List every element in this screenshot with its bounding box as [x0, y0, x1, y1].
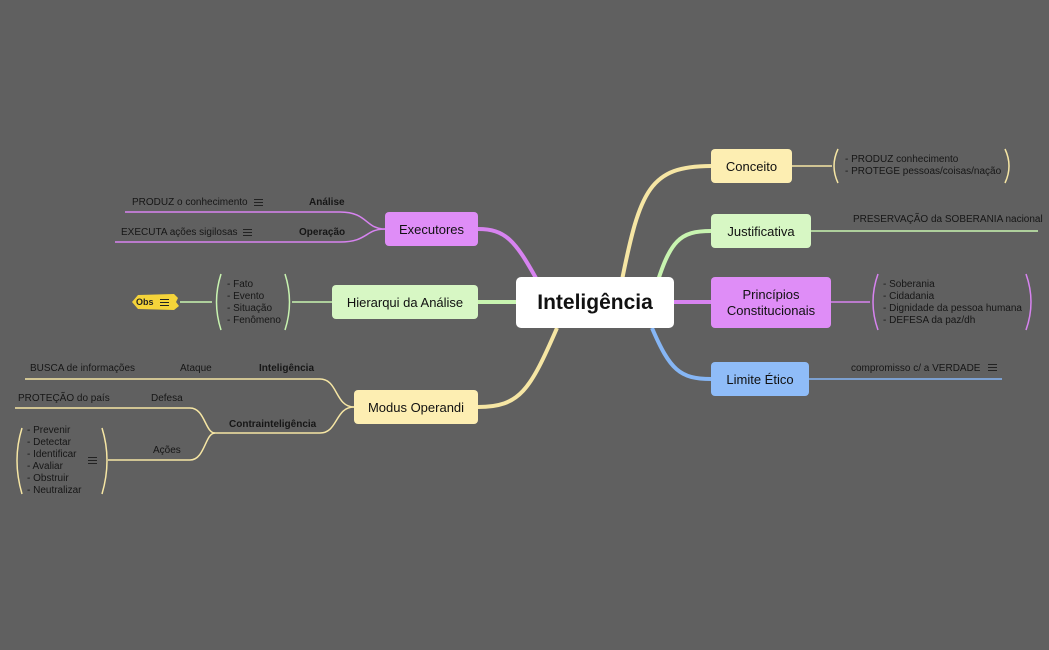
topic-modus-label: Modus Operandi — [367, 399, 465, 415]
limite-etico-child[interactable]: compromisso c/ a VERDADE — [851, 363, 981, 374]
note-icon[interactable] — [988, 364, 997, 371]
modus-defesa[interactable]: Defesa — [151, 393, 183, 404]
topic-principios-constitucionais[interactable]: Princípios Constitucionais — [711, 277, 831, 328]
topic-executores[interactable]: Executores — [385, 212, 478, 246]
hierarquia-notes[interactable]: - Fato - Evento - Situação - Fenômeno — [227, 279, 281, 326]
note-icon — [159, 298, 169, 306]
topic-conceito[interactable]: Conceito — [711, 149, 792, 183]
executores-analise-child[interactable]: PRODUZ o conhecimento — [132, 197, 248, 208]
central-topic[interactable]: Inteligência — [516, 277, 674, 328]
modus-protecao[interactable]: PROTEÇÃO do país — [18, 393, 110, 404]
topic-justificativa-label: Justificativa — [727, 223, 795, 239]
topic-conceito-label: Conceito — [725, 158, 778, 174]
executores-analise[interactable]: Análise — [309, 197, 345, 208]
executores-operacao-child[interactable]: EXECUTA ações sigilosas — [121, 227, 238, 238]
topic-hierarquia-label: Hierarqui da Análise — [346, 294, 464, 310]
conceito-notes[interactable]: - PRODUZ conhecimento - PROTEGE pessoas/… — [845, 154, 1002, 177]
topic-modus-operandi[interactable]: Modus Operandi — [354, 390, 478, 424]
connector-executores — [477, 227, 539, 281]
acoes-notes[interactable]: - Prevenir - Detectar - Identificar - Av… — [27, 425, 82, 496]
connector-justificativa — [653, 229, 712, 291]
topic-justificativa[interactable]: Justificativa — [711, 214, 811, 248]
modus-inteligencia[interactable]: Inteligência — [259, 363, 315, 374]
modus-acoes[interactable]: Ações — [153, 445, 181, 456]
note-icon[interactable] — [254, 199, 263, 206]
topic-executores-label: Executores — [398, 221, 465, 237]
topic-limite-etico[interactable]: Limite Ético — [711, 362, 809, 396]
modus-ataque[interactable]: Ataque — [180, 363, 212, 374]
justificativa-child[interactable]: PRESERVAÇÃO da SOBERANIA nacional — [853, 214, 1043, 225]
topic-limite-etico-label: Limite Ético — [726, 371, 794, 387]
executores-operacao[interactable]: Operação — [299, 227, 346, 238]
note-icon[interactable] — [88, 457, 97, 464]
central-topic-label: Inteligência — [537, 290, 653, 314]
principios-notes[interactable]: - Soberania - Cidadania - Dignidade da p… — [883, 279, 1022, 326]
modus-contrainteligencia[interactable]: Contrainteligência — [229, 419, 317, 430]
note-icon[interactable] — [243, 229, 252, 236]
obs-tag[interactable]: Obs — [130, 293, 180, 311]
topic-hierarquia-analise[interactable]: Hierarqui da Análise — [332, 285, 478, 319]
tag-shape-icon — [132, 294, 179, 310]
connector-limite — [650, 327, 712, 381]
obs-tag-label: Obs — [136, 297, 154, 307]
connector-conceito — [620, 164, 712, 281]
modus-busca[interactable]: BUSCA de informações — [30, 363, 136, 374]
topic-principios-label: Princípios Constitucionais — [726, 286, 816, 318]
connector-modus — [477, 327, 559, 409]
